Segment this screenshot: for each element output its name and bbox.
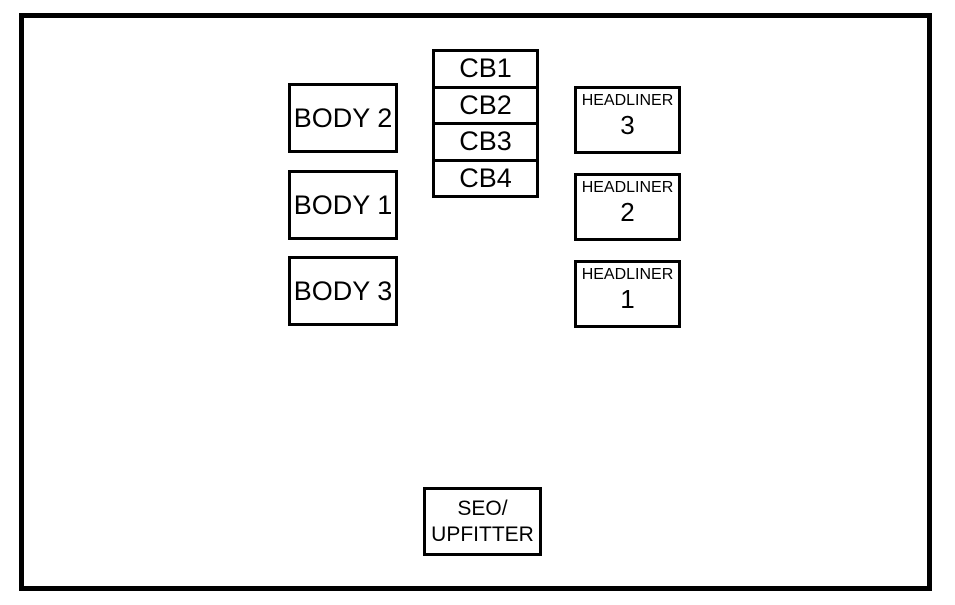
- box-body-2: BODY 2: [288, 83, 398, 153]
- box-headliner-3-title: HEADLINER: [581, 92, 674, 109]
- cb-row-3-label: CB3: [459, 126, 512, 157]
- box-body-1-label: BODY 1: [293, 189, 393, 220]
- cb-row-1: CB1: [435, 52, 536, 89]
- box-body-3-label: BODY 3: [293, 275, 393, 306]
- box-headliner-2: HEADLINER 2: [574, 173, 681, 241]
- cb-row-3: CB3: [435, 125, 536, 162]
- cb-stack: CB1 CB2 CB3 CB4: [432, 49, 539, 198]
- cb-row-4: CB4: [435, 162, 536, 196]
- box-headliner-2-title: HEADLINER: [581, 179, 674, 196]
- box-headliner-3-number: 3: [620, 110, 635, 140]
- box-headliner-1-number: 1: [620, 284, 635, 314]
- box-body-2-label: BODY 2: [293, 102, 393, 133]
- fuse-panel-outline: BODY 2 BODY 1 BODY 3 CB1 CB2 CB3 CB4 HEA…: [19, 13, 932, 591]
- box-seo-upfitter-line1: SEO/: [457, 496, 508, 520]
- box-headliner-3: HEADLINER 3: [574, 86, 681, 154]
- cb-row-1-label: CB1: [459, 53, 512, 84]
- cb-row-2-label: CB2: [459, 89, 512, 120]
- box-headliner-2-number: 2: [620, 197, 635, 227]
- box-headliner-1-title: HEADLINER: [581, 266, 674, 283]
- cb-row-4-label: CB4: [459, 162, 512, 193]
- cb-row-2: CB2: [435, 89, 536, 125]
- box-seo-upfitter: SEO/ UPFITTER: [423, 487, 542, 556]
- box-body-3: BODY 3: [288, 256, 398, 326]
- box-headliner-1: HEADLINER 1: [574, 260, 681, 328]
- box-seo-upfitter-line2: UPFITTER: [431, 522, 534, 546]
- box-body-1: BODY 1: [288, 170, 398, 240]
